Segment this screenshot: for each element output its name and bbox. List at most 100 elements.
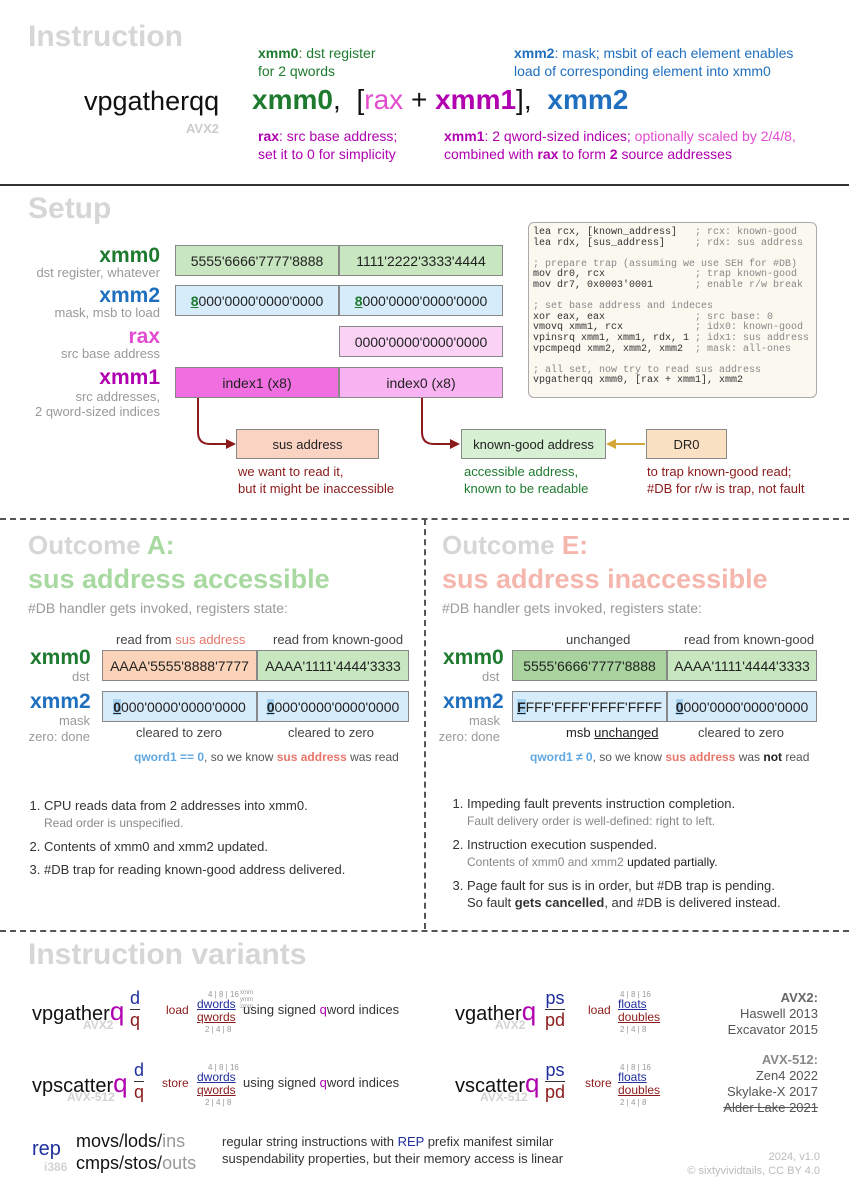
vpg-reg-2: zmm (240, 1004, 253, 1010)
a-xmm2-sub1: mask (58, 713, 90, 728)
e-concl-sus: sus address (665, 750, 736, 764)
a-hdr-pre: read from (116, 632, 176, 647)
vpscatter-tail-pre: using signed (243, 1075, 320, 1090)
vscatter-w2: doubles (618, 1083, 661, 1097)
dr0-note-2: #DB for r/w is trap, not fault (647, 481, 805, 496)
instruction-mnemonic: vpgatherqq (84, 86, 220, 116)
vpg-reg-0: xmm (240, 990, 253, 996)
code-line: vpinsrq xmm1, xmm1, rdx, 1 ; idx1: sus a… (533, 333, 812, 345)
rep-prefix: rep (32, 1138, 61, 1160)
outcome-e-title: Outcome E: (442, 530, 588, 561)
code-line: lea rdx, [sus_address] ; rdx: sus addres… (533, 238, 812, 250)
avx2-support: AVX2: Haswell 2013 Excavator 2015 (700, 990, 818, 1038)
outcome-e-hdr-lo: read from known-good (684, 632, 815, 647)
vpscatter-sizes-bot: 2 | 4 | 8 (205, 1098, 232, 1107)
vpgather-sizes-top: 4 | 8 | 16 (208, 990, 239, 999)
outcome-e-foot-lo: cleared to zero (698, 725, 784, 740)
code-comment: ; all set, now try to read sus address (533, 364, 762, 376)
avx512-l1: Zen4 2022 (755, 1068, 818, 1083)
instruction-isa: AVX2 (186, 121, 219, 136)
outcome-e-handler: #DB handler gets invoked, registers stat… (442, 600, 702, 616)
vgather-isa: AVX2 (495, 1018, 526, 1032)
setup-label-xmm0: xmm0 (99, 244, 160, 267)
a-xmm2-lo-rest: 000'0000'0000'0000 (274, 699, 400, 715)
ann-xmm1-line2a: combined with (444, 146, 534, 162)
outcome-a-xmm2-hi: 0000'0000'0000'0000 (102, 691, 257, 722)
setup-xmm0-lo: 1111'2222'3333'4444 (339, 245, 503, 276)
variant-vpgather: vpgatherq (32, 996, 124, 1027)
ann-xmm2-line2: load of corresponding element into xmm0 (514, 63, 771, 79)
outcome-a-handler: #DB handler gets invoked, registers stat… (28, 600, 288, 616)
outcome-a-xmm2-label: xmm2 (30, 690, 91, 713)
vgather-sizes-bot: 2 | 4 | 8 (620, 1025, 647, 1034)
vgather-name: vgather (455, 1003, 522, 1025)
vgather-frac: ps pd (545, 988, 566, 1031)
ann-xmm0-rest: : dst register (298, 45, 376, 61)
rep-sep3: / (119, 1153, 125, 1173)
outcome-e-xmm2-label: xmm2 (443, 690, 504, 713)
vpgather-tail-post: word indices (326, 1002, 400, 1017)
rep-desc-1b: REP (397, 1134, 425, 1149)
code-line: vmovq xmm1, rcx ; idx0: known-good (533, 323, 812, 334)
rep-movs: movs (76, 1131, 120, 1151)
outcome-e-letter: E: (561, 530, 588, 560)
outcome-a-hdr-lo: read from known-good (273, 632, 404, 647)
vgather-frac-bot: pd (545, 1010, 566, 1030)
vpscatter-name: vpscatter (32, 1075, 114, 1097)
vscatter-w1: floats (618, 1070, 647, 1084)
ann-xmm1-line2e: source addresses (621, 146, 732, 162)
operand-xmm0: xmm0 (252, 84, 333, 115)
vpscatter-q: q (113, 1068, 128, 1098)
e-xmm2-hi-rest: FFF'FFFF'FFFF'FFFF (525, 699, 662, 715)
rep-sep4: / (157, 1153, 163, 1173)
vpgather-verb: load (166, 1003, 189, 1017)
e-xmm2-sub1: mask (468, 713, 500, 728)
variant-vpscatter: vpscatterq (32, 1068, 128, 1099)
e-step-2: Instruction execution suspended.Contents… (467, 836, 841, 871)
rax-annotation: rax: src base address; set it to 0 for s… (258, 127, 397, 163)
rep-outs: outs (162, 1153, 197, 1173)
a-step-2-text: Contents of xmm0 and xmm2 updated. (44, 839, 269, 854)
setup-xmm2-hi: 8000'0000'0000'0000 (175, 285, 339, 316)
outcome-a-subtitle: sus address accessible (28, 564, 330, 594)
divider-outcomes (424, 519, 426, 929)
a-concl-mid: , so we know (204, 750, 277, 764)
code-comment: ; mask: all-ones (695, 343, 792, 355)
vscatter-q: q (525, 1068, 540, 1098)
setup-xmm2-hi-rest: 000'0000'0000'0000 (198, 293, 324, 309)
divider-outcomes-bottom (0, 930, 849, 932)
rep-desc-2: suspendability properties, but their mem… (222, 1151, 564, 1166)
sus-address-box: sus address (236, 429, 379, 459)
e-step-3: Page fault for sus is in order, but #DB … (467, 877, 841, 911)
outcome-e-steps: Impeding fault prevents instruction comp… (441, 795, 841, 917)
avx512-title: AVX-512: (761, 1052, 818, 1067)
setup-desc-xmm1: src addresses,2 qword-sized indices (0, 389, 160, 419)
vscatter-verb: store (585, 1076, 612, 1090)
outcome-a-steps: CPU reads data from 2 addresses into xmm… (18, 797, 413, 884)
code-line: lea rcx, [known_address] ; rcx: known-go… (533, 227, 812, 239)
vpgather-tail: using signed qword indices (243, 1002, 399, 1017)
known-good-note: accessible address,known to be readable (464, 463, 588, 497)
rep-sep1: / (119, 1131, 125, 1151)
e-step-3a: Page fault for sus is in order, but #DB … (467, 878, 775, 893)
outcome-e-conclusion: qword1 ≠ 0, so we know sus address was n… (530, 750, 809, 764)
outcome-e-xmm0-lo: AAAA'1111'4444'3333 (667, 650, 817, 681)
ann-xmm1-rest: : 2 qword-sized indices; (484, 128, 631, 144)
setup-arrows (197, 398, 645, 449)
rep-sep2: / (157, 1131, 163, 1151)
ann-xmm0-name: xmm0 (258, 45, 299, 61)
setup-xmm2-lo-msb: 8 (354, 293, 363, 309)
vpg-reg-1: ymm (240, 997, 253, 1003)
vpscatter-tail: using signed qword indices (243, 1075, 399, 1090)
outcome-e-prefix: Outcome (442, 530, 562, 560)
e-step-3b-bold: gets cancelled (514, 895, 605, 910)
vscatter-name: vscatter (455, 1075, 526, 1097)
outcome-e-xmm0-label: xmm0 (443, 646, 504, 669)
vpscatter-tail-post: word indices (326, 1075, 400, 1090)
avx512-l3: Alder Lake 2021 (723, 1100, 818, 1115)
dr0-box: DR0 (646, 429, 727, 459)
